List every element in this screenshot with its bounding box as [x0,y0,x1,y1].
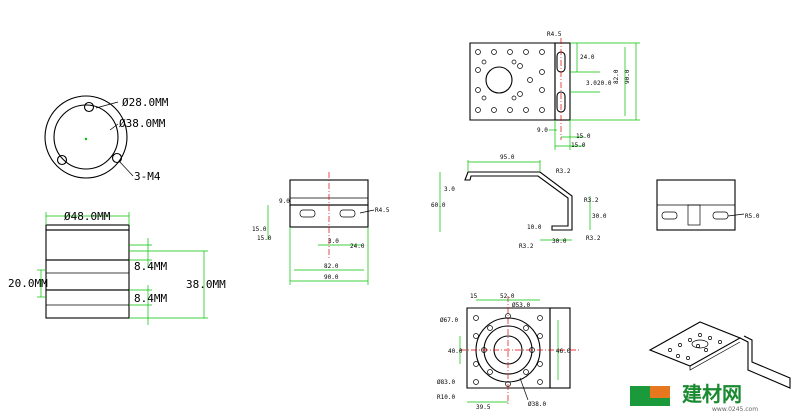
dim-60: 60.0 [431,202,446,209]
dim-r45: R4.5 [375,207,390,214]
dim-3v: 3.0 [586,80,597,87]
dim-40: 40.0 [448,348,463,355]
dim-dia-38: Ø38.0 [528,401,546,408]
dim-3-side: 3.0 [444,186,455,193]
dim-30-h: 30.0 [552,238,567,245]
dim-dia-28: Ø28.0MM [122,96,169,109]
dim-8-4mm-top: 8.4MM [134,260,167,273]
dim-10: 10.0 [527,224,542,231]
dim-90: 90.0 [324,274,339,281]
dim-24: 24.0 [350,243,365,250]
watermark-logo: 建材网 www.0245.com [630,382,758,413]
dim-15-base: 15 [470,293,478,300]
dim-r32-b: R3.2 [584,197,599,204]
horn-side-view: Ø48.0MM 20.0MM 8.4MM 8.4MM 38.0MM [8,210,226,325]
watermark-url: www.0245.com [712,406,758,413]
dim-30: 30.0 [592,213,607,220]
dim-r50: R5.0 [745,213,760,220]
dim-82v: 82.0 [613,69,620,84]
dim-r45-top: R4.5 [547,31,562,38]
dim-20v: 20.0 [597,80,612,87]
bracket-side-profile: 95.0 60.0 3.0 30.0 R3.2 R3.2 R3.2 R3.2 1… [431,154,607,250]
horn-top-view: Ø28.0MM Ø38.0MM 3-M4 [44,95,169,183]
dim-38mm: 38.0MM [186,278,226,291]
dim-dia-83: Ø83.0 [437,379,455,386]
dim-48mm: Ø48.0MM [64,210,111,223]
dim-3: 3.0 [328,238,339,245]
dim-15b: 15.0 [257,235,272,242]
dim-9: 9.0 [279,198,290,205]
dim-15b-top: 15.0 [571,142,586,149]
dim-39-5: 39.5 [476,404,491,411]
dim-46: 46.0 [556,348,571,355]
base-plate-view: 52.0 15 Ø53.0 Ø67.0 40.0 46.0 Ø83.0 R10.… [437,293,580,411]
dim-dia-38: Ø38.0MM [119,117,166,130]
dim-8-4mm-bottom: 8.4MM [134,292,167,305]
bracket-front-view: 90.0 82.0 3.0 24.0 9.0 15.0 15.0 R4.5 [252,172,390,285]
dim-24v: 24.0 [580,54,595,61]
dim-82: 82.0 [324,263,339,270]
dim-r32-d: R3.2 [519,243,534,250]
dim-r10: R10.0 [437,394,455,401]
dim-15a-top: 15.0 [576,133,591,140]
dim-52: 52.0 [500,293,515,300]
dim-r32-c: R3.2 [586,235,601,242]
bracket-top-view: 90.0 82.0 24.0 3.0 20.0 R4.5 9.0 15.0 15… [469,31,640,150]
dim-9v: 9.0 [537,127,548,134]
watermark-text: 建材网 [682,382,742,406]
dim-dia-67: Ø67.0 [440,317,458,324]
dim-dia-53: Ø53.0 [512,302,530,309]
bracket-isometric [648,321,791,389]
dim-r32-a: R3.2 [556,168,571,175]
dim-90v: 90.0 [624,69,631,84]
dim-15a: 15.0 [252,226,267,233]
dim-20mm: 20.0MM [8,277,48,290]
bracket-end-view: R5.0 [656,179,760,231]
dim-95: 95.0 [500,154,515,161]
dim-3-m4: 3-M4 [134,170,161,183]
